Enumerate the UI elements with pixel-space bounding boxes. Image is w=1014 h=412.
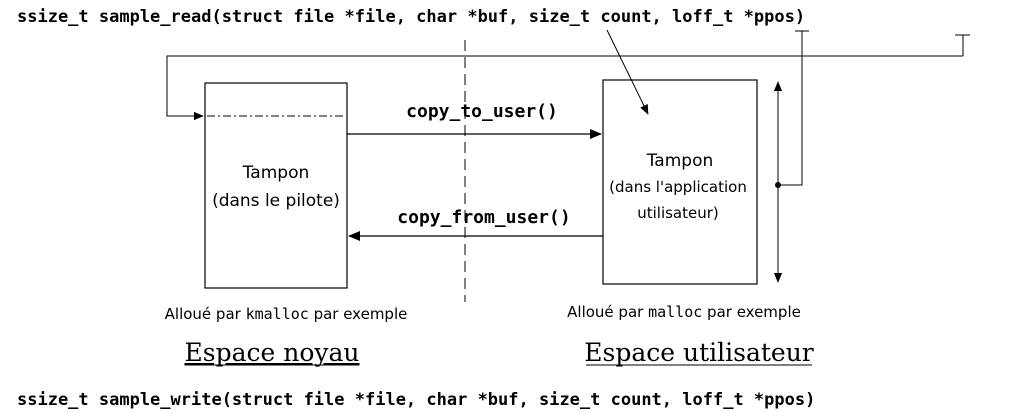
read-signature: ssize_t sample_read(struct file *file, c… [17,7,805,27]
copy-from-user-label: copy_from_user() [397,207,570,228]
user-buffer-sublabel-1: (dans l'application [609,178,747,196]
buf-pointer-arrow [606,29,649,115]
user-buffer-sublabel-2: utilisateur) [637,204,719,222]
kernel-alloc-note: Alloué par kmalloc par exemple [165,305,408,323]
user-buffer-box [602,79,758,285]
kernel-buffer-box [204,82,348,289]
kernel-buffer-sublabel: (dans le pilote) [212,191,340,211]
copy-to-user-label: copy_to_user() [406,101,558,122]
write-signature: ssize_t sample_write(struct file *file, … [17,390,815,410]
user-alloc-note: Alloué par malloc par exemple [567,303,801,321]
user-buffer-label: Tampon [646,151,714,171]
kernel-space-title: Espace noyau [184,338,359,367]
ppos-position-arrow [166,55,963,121]
user-space-title: Espace utilisateur [584,338,814,367]
count-connector [778,31,803,186]
kernel-buffer-label: Tampon [242,163,310,183]
